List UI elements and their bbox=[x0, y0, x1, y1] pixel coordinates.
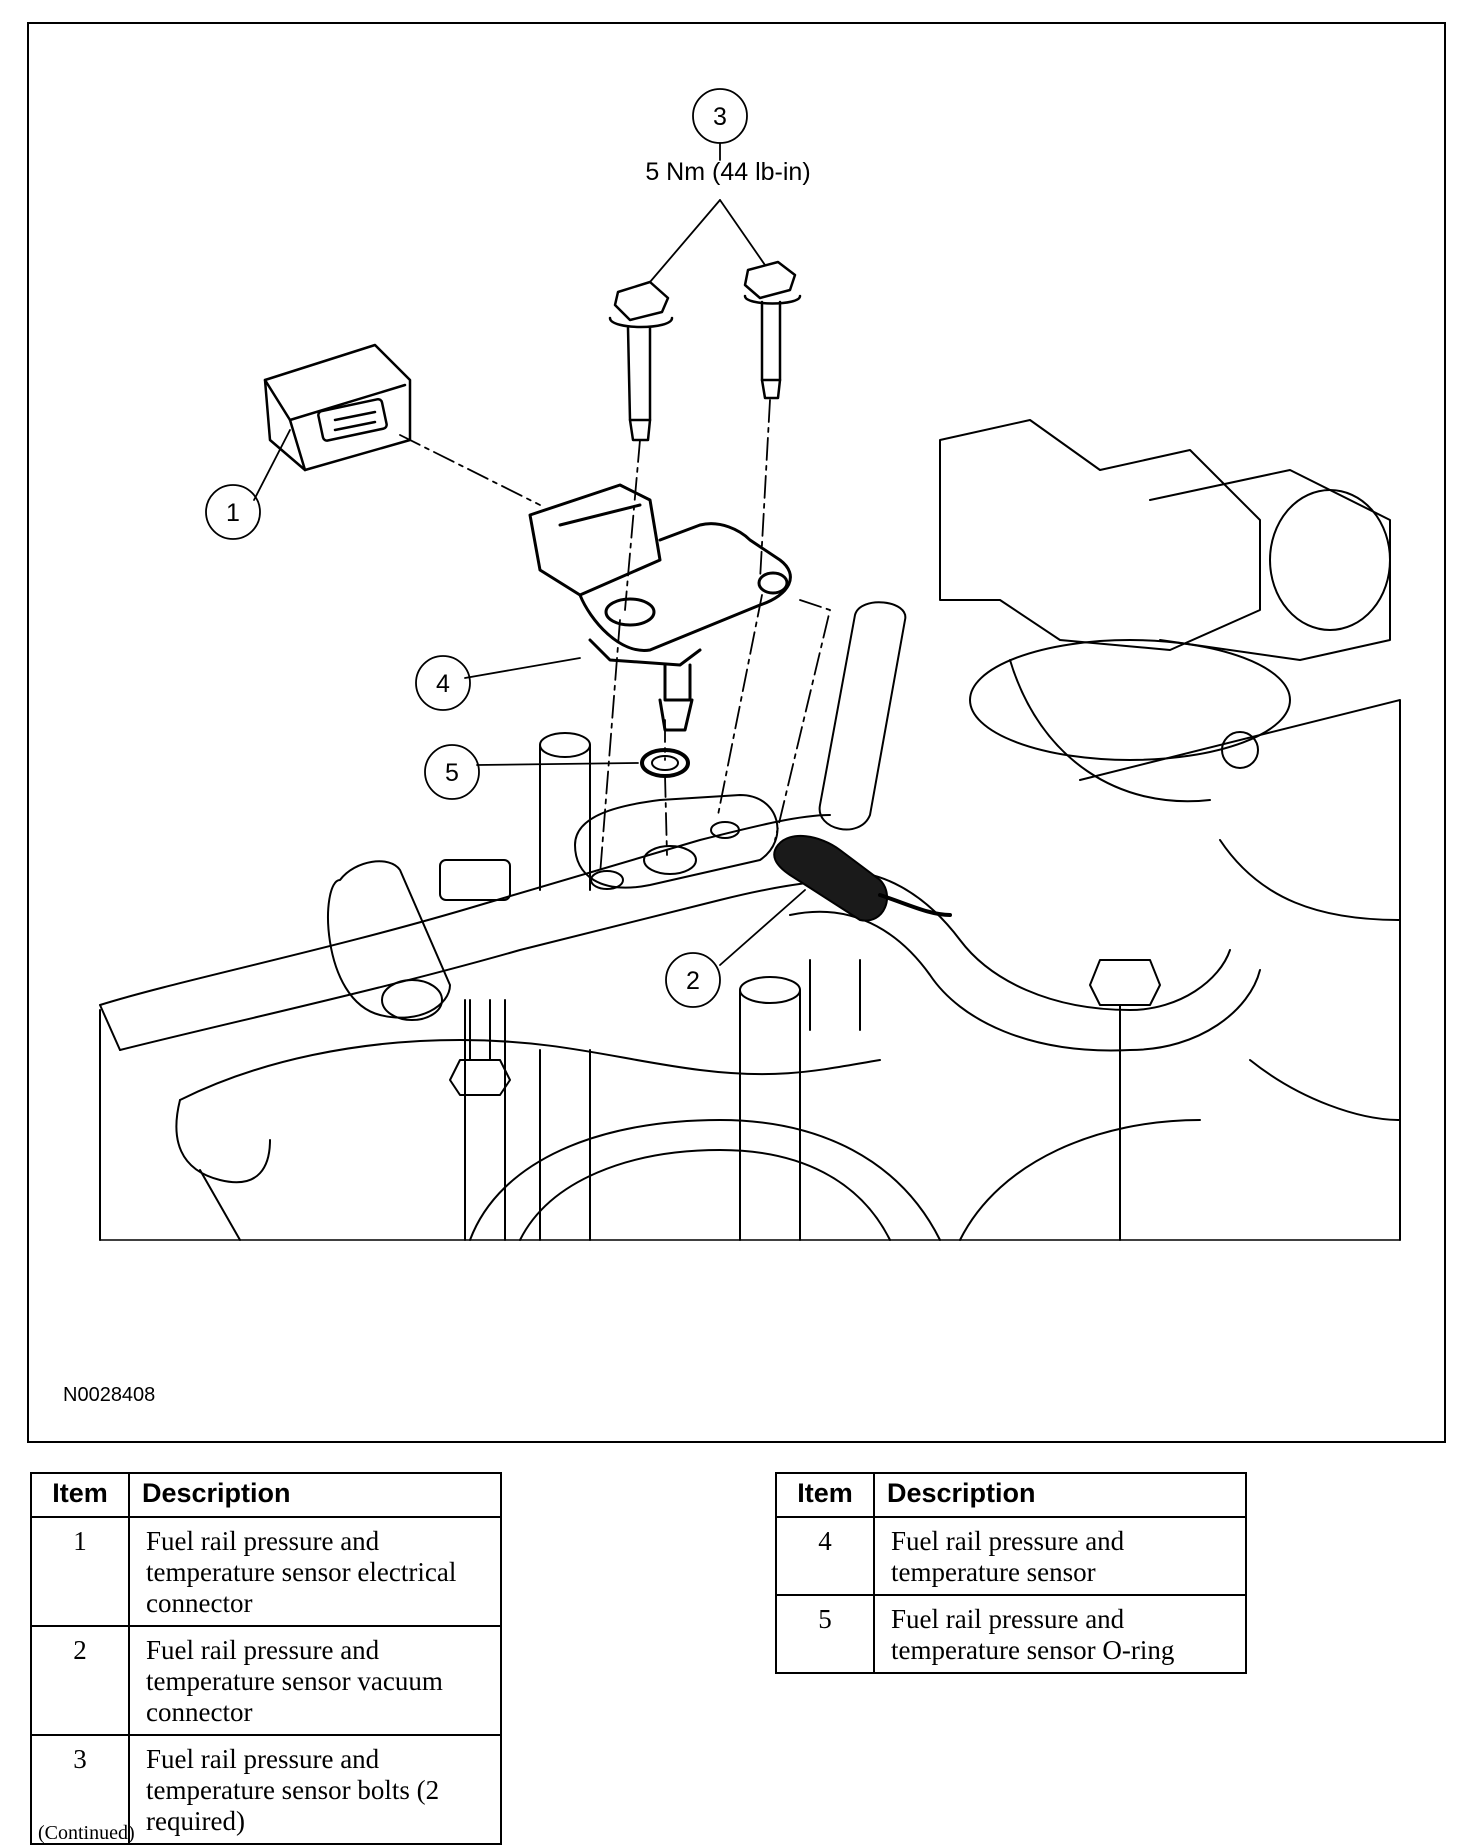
header-description: Description bbox=[873, 1472, 1247, 1518]
header-item: Item bbox=[775, 1472, 875, 1518]
callout-5-label: 5 bbox=[445, 759, 459, 787]
alignment-lines bbox=[399, 399, 831, 876]
table-row: 4 Fuel rail pressure and temperature sen… bbox=[775, 1516, 1247, 1596]
table-row: 2 Fuel rail pressure and temperature sen… bbox=[30, 1625, 502, 1736]
electrical-connector-drawing bbox=[263, 343, 412, 472]
leader-lines bbox=[253, 142, 806, 966]
item-description: Fuel rail pressure and temperature senso… bbox=[128, 1734, 502, 1845]
figure-id: N0028408 bbox=[63, 1384, 156, 1406]
table-row: 5 Fuel rail pressure and temperature sen… bbox=[775, 1594, 1247, 1674]
header-description: Description bbox=[128, 1472, 502, 1518]
torque-spec-label: 5 Nm (44 lb-in) bbox=[645, 158, 810, 186]
continued-note: (Continued) bbox=[38, 1822, 135, 1844]
item-number: 5 bbox=[775, 1594, 875, 1674]
item-number: 4 bbox=[775, 1516, 875, 1596]
legend-header-row: Item Description bbox=[775, 1472, 1247, 1518]
legend-header-row: Item Description bbox=[30, 1472, 502, 1518]
item-description: Fuel rail pressure and temperature senso… bbox=[873, 1594, 1247, 1674]
pressure-sensor-drawing bbox=[528, 483, 792, 732]
item-description: Fuel rail pressure and temperature senso… bbox=[873, 1516, 1247, 1596]
legend-table-right: Item Description 4 Fuel rail pressure an… bbox=[775, 1472, 1247, 1674]
table-row: 3 Fuel rail pressure and temperature sen… bbox=[30, 1734, 502, 1845]
item-number: 3 bbox=[30, 1734, 130, 1845]
item-number: 2 bbox=[30, 1625, 130, 1736]
callout-2-label: 2 bbox=[686, 967, 700, 995]
item-description: Fuel rail pressure and temperature senso… bbox=[128, 1516, 502, 1627]
callout-circles bbox=[205, 88, 748, 1008]
callout-4-label: 4 bbox=[436, 670, 450, 698]
engine-background bbox=[99, 419, 1401, 1241]
callout-1-label: 1 bbox=[226, 499, 240, 527]
vacuum-connector-drawing bbox=[773, 834, 952, 922]
header-item: Item bbox=[30, 1472, 130, 1518]
bolt-left-drawing bbox=[608, 280, 674, 442]
callout-3-label: 3 bbox=[713, 103, 727, 131]
bolt-right-drawing bbox=[743, 260, 802, 400]
table-row: 1 Fuel rail pressure and temperature sen… bbox=[30, 1516, 502, 1627]
o-ring-drawing bbox=[640, 748, 690, 778]
item-number: 1 bbox=[30, 1516, 130, 1627]
figure-frame bbox=[27, 22, 1446, 1443]
item-description: Fuel rail pressure and temperature senso… bbox=[128, 1625, 502, 1736]
legend-table-left: Item Description 1 Fuel rail pressure an… bbox=[30, 1472, 502, 1845]
